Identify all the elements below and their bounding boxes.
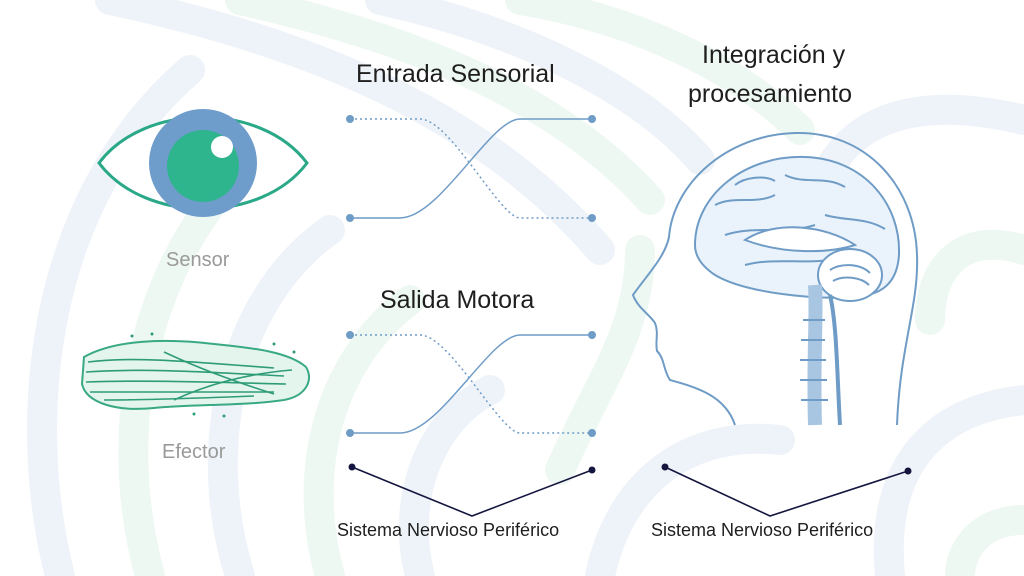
- pns-label-right: Sistema Nervioso Periférico: [651, 520, 874, 540]
- sensory-input-title: Entrada Sensorial: [356, 60, 555, 88]
- integration-title-line1: Integración y: [702, 41, 846, 69]
- integration-title-line2: procesamiento: [688, 80, 852, 108]
- foot-anatomy-icon: [80, 332, 311, 418]
- sensory-input-connectors: [346, 115, 596, 222]
- eye-icon: [97, 109, 309, 217]
- motor-output-connectors: [346, 331, 596, 437]
- pns-bracket-right: [661, 463, 912, 517]
- head-brain-section-icon: [631, 131, 919, 426]
- pns-bracket-left: [348, 463, 596, 517]
- motor-output-title: Salida Motora: [380, 286, 535, 314]
- pns-label-left: Sistema Nervioso Periférico: [337, 520, 560, 540]
- sensor-caption: Sensor: [166, 249, 230, 271]
- effector-caption: Efector: [162, 441, 226, 463]
